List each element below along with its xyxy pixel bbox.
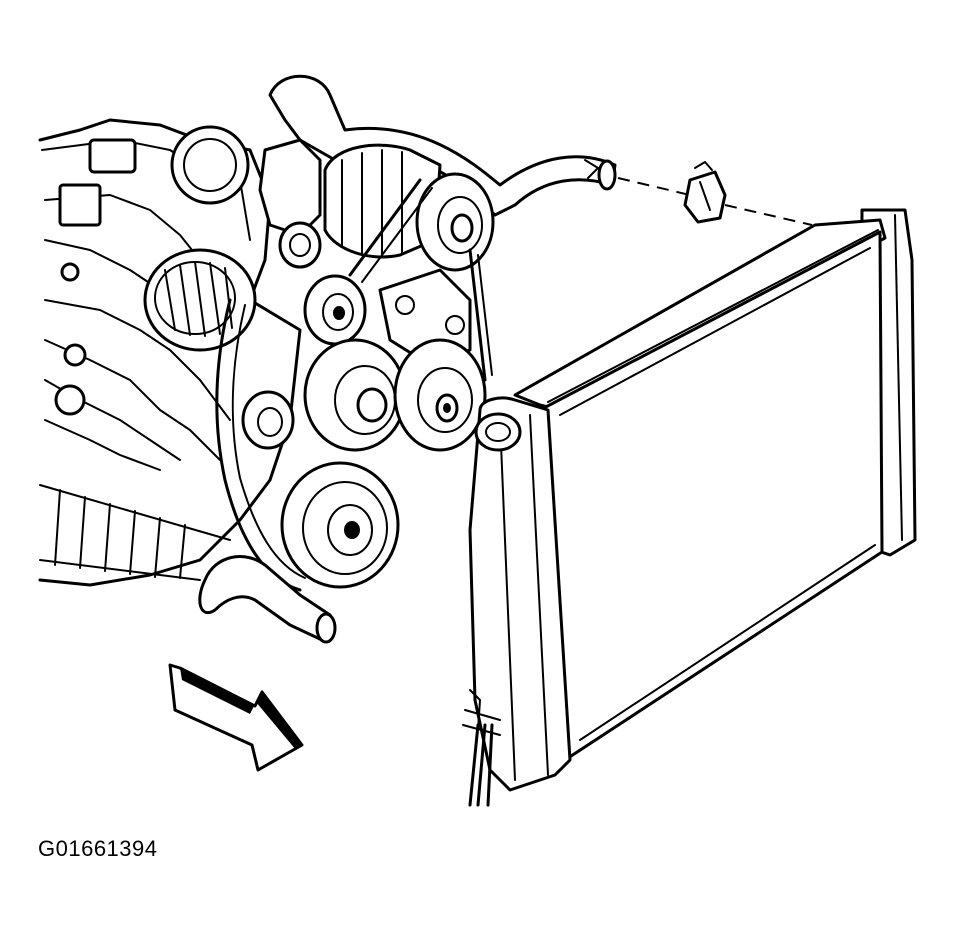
- ac-compressor: [323, 143, 495, 272]
- alignment-dashed-line: [617, 177, 813, 226]
- small-pulley: [241, 390, 295, 450]
- hose-clamp: [683, 161, 727, 224]
- alternator: [143, 248, 257, 352]
- engine-block: [38, 118, 302, 587]
- serpentine-belt: [215, 178, 493, 592]
- crankshaft-pulley: [280, 461, 400, 589]
- water-pump-pulley: [303, 338, 407, 452]
- thermostat-housing: [258, 138, 322, 269]
- lower-radiator-hose: [198, 555, 337, 644]
- front-direction-arrow: [168, 663, 304, 772]
- tensioner-pulley: [393, 338, 487, 452]
- radiator: [462, 208, 917, 807]
- idler-pulley: [303, 274, 367, 346]
- figure-id-label: G01661394: [38, 836, 158, 861]
